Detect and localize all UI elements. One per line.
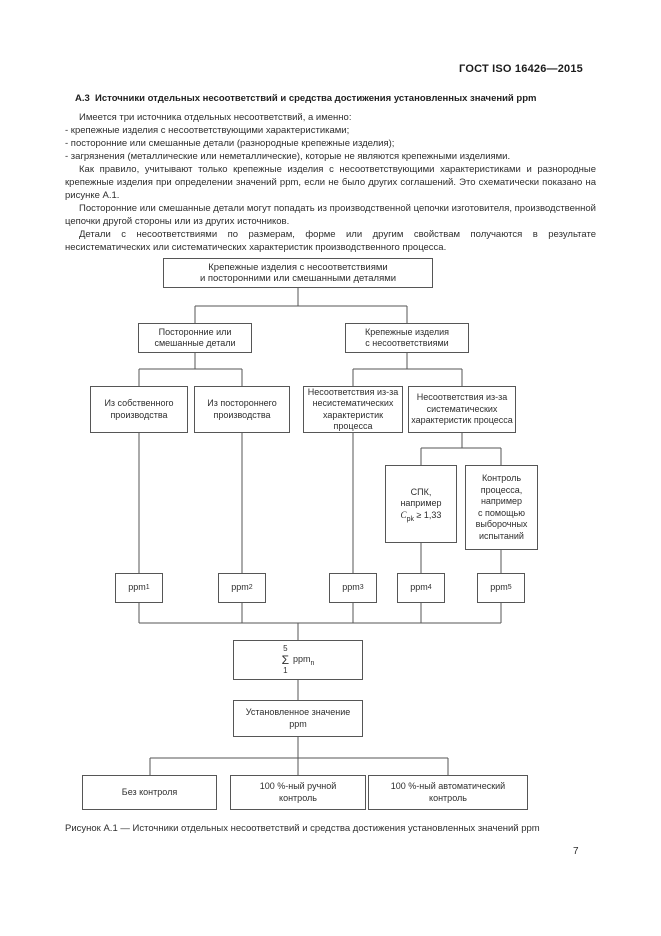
list-item-3: - загрязнения (металлические или неметал… — [65, 151, 511, 162]
cpk-formula: Cpk ≥ 1,33 — [400, 509, 442, 523]
ppm-label: ppm — [410, 582, 428, 593]
flowchart-box-spc: СПК, например Cpk ≥ 1,33 — [385, 465, 457, 543]
list-item-1: - крепежные изделия с несоответствующими… — [65, 125, 350, 136]
spc-line-2: например — [400, 498, 442, 509]
section-text-block: А.3 Источники отдельных несоответствий и… — [65, 92, 596, 254]
sigma-lower-limit: 1 — [283, 666, 288, 675]
flowchart-box-own-production: Из собственного производства — [90, 386, 188, 433]
flowchart-box-no-control: Без контроля — [82, 775, 217, 810]
flowchart-box-process-control: Контроль процесса, например с помощью вы… — [465, 465, 538, 550]
ppm-label: ppm — [128, 582, 146, 593]
flowchart-box-foreign-parts: Посторонние или смешанные детали — [138, 323, 252, 353]
ppm-label: ppm — [293, 654, 311, 665]
page-number: 7 — [573, 846, 579, 857]
flowchart-box-auto-control: 100 %-ный автоматический контроль — [368, 775, 528, 810]
paragraph-2: Как правило, учитывают только крепежные … — [65, 164, 596, 201]
sigma-icon: Σ — [281, 653, 289, 667]
flowchart-box-root: Крепежные изделия с несоответствиями и п… — [163, 258, 433, 288]
flowchart-box-outside-production: Из постороннего производства — [194, 386, 290, 433]
cpk-symbol: C — [400, 509, 407, 520]
sum-expression: ppmn — [293, 654, 315, 668]
flowchart-box-systematic: Несоответствия из-за систематических хар… — [408, 386, 516, 433]
flowchart-box-target-ppm: Установленное значение ppm — [233, 700, 363, 737]
section-heading: А.3 Источники отдельных несоответствий и… — [75, 93, 537, 104]
flowchart-box-nonsystematic: Несоответствия из-за несистематических х… — [303, 386, 403, 433]
flowchart-box-manual-control: 100 %-ный ручной контроль — [230, 775, 366, 810]
sigma-upper-limit: 5 — [283, 644, 288, 653]
cpk-condition: ≥ 1,33 — [413, 509, 442, 520]
flowchart-box-ppm-sum: 5 Σ 1 ppmn — [233, 640, 363, 680]
paragraph-3: Посторонние или смешанные детали могут п… — [65, 203, 596, 227]
ppm-n-subscript: n — [310, 660, 315, 668]
paragraph-4: Детали с несоответствиями по размерам, ф… — [65, 229, 596, 253]
ppm-label: ppm — [490, 582, 508, 593]
list-item-2: - посторонние или смешанные детали (разн… — [65, 138, 395, 149]
spc-line-1: СПК, — [410, 486, 432, 497]
cpk-subscript: pk — [406, 515, 414, 523]
sigma-with-limits: 5 Σ 1 — [282, 645, 289, 675]
paragraph-intro: Имеется три источника отдельных несоотве… — [79, 112, 352, 123]
ppm-label: ppm — [342, 582, 360, 593]
ppm-label: ppm — [231, 582, 249, 593]
flowchart-box-nonconforming-fasteners: Крепежные изделия с несоответствиями — [345, 323, 469, 353]
figure-caption: Рисунок А.1 — Источники отдельных несоот… — [65, 823, 540, 834]
document-header: ГОСТ ISO 16426—2015 — [459, 63, 583, 75]
